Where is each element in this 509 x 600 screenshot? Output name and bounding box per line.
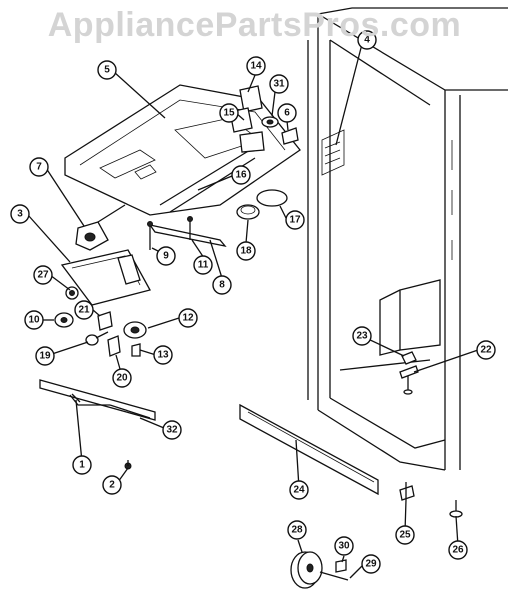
svg-text:5: 5 bbox=[104, 65, 110, 76]
callout-12: 12 bbox=[178, 308, 198, 328]
svg-text:31: 31 bbox=[273, 79, 285, 90]
svg-text:28: 28 bbox=[291, 525, 303, 536]
callout-7: 7 bbox=[29, 157, 49, 177]
callout-27: 27 bbox=[33, 265, 53, 285]
callout-20: 20 bbox=[112, 368, 132, 388]
callout-28: 28 bbox=[287, 520, 307, 540]
svg-text:21: 21 bbox=[78, 305, 90, 316]
dial-knobs bbox=[236, 189, 288, 220]
thermostat-part bbox=[75, 204, 126, 251]
svg-text:14: 14 bbox=[250, 61, 262, 72]
callout-13: 13 bbox=[153, 345, 173, 365]
callout-6: 6 bbox=[277, 103, 297, 123]
callout-31: 31 bbox=[269, 74, 289, 94]
callout-16: 16 bbox=[231, 165, 251, 185]
svg-text:30: 30 bbox=[338, 541, 350, 552]
svg-text:10: 10 bbox=[28, 315, 40, 326]
callout-25: 25 bbox=[395, 525, 415, 545]
svg-text:22: 22 bbox=[480, 345, 492, 356]
drain-parts bbox=[399, 351, 419, 395]
svg-text:16: 16 bbox=[235, 170, 247, 181]
svg-text:4: 4 bbox=[364, 35, 370, 46]
svg-text:23: 23 bbox=[356, 331, 368, 342]
svg-text:9: 9 bbox=[163, 251, 169, 262]
callout-32: 32 bbox=[162, 420, 182, 440]
callout-15: 15 bbox=[219, 103, 239, 123]
svg-text:15: 15 bbox=[223, 108, 235, 119]
callout-1: 1 bbox=[72, 455, 92, 475]
svg-text:11: 11 bbox=[198, 260, 209, 271]
small-knob-parts bbox=[54, 286, 147, 357]
callout-23: 23 bbox=[352, 326, 372, 346]
svg-text:7: 7 bbox=[36, 162, 42, 173]
control-housing bbox=[64, 84, 301, 247]
svg-text:17: 17 bbox=[289, 215, 301, 226]
callout-29: 29 bbox=[361, 554, 381, 574]
screws bbox=[147, 216, 193, 250]
svg-text:26: 26 bbox=[452, 545, 464, 556]
trim-strip bbox=[39, 379, 156, 470]
svg-text:20: 20 bbox=[116, 373, 128, 384]
callout-2: 2 bbox=[102, 475, 122, 495]
svg-text:24: 24 bbox=[293, 485, 305, 496]
callout-11: 11 bbox=[193, 255, 213, 275]
callout-19: 19 bbox=[35, 346, 55, 366]
svg-text:3: 3 bbox=[17, 209, 23, 220]
svg-text:32: 32 bbox=[166, 425, 178, 436]
svg-text:6: 6 bbox=[284, 108, 290, 119]
callout-10: 10 bbox=[24, 310, 44, 330]
svg-text:1: 1 bbox=[79, 460, 85, 471]
callout-30: 30 bbox=[334, 536, 354, 556]
callout-4: 4 bbox=[357, 30, 377, 50]
svg-text:27: 27 bbox=[37, 270, 49, 281]
callout-3: 3 bbox=[10, 204, 30, 224]
cabinet-liner bbox=[307, 7, 508, 471]
callout-9: 9 bbox=[156, 246, 176, 266]
callout-26: 26 bbox=[448, 540, 468, 560]
svg-text:18: 18 bbox=[240, 246, 252, 257]
callout-24: 24 bbox=[289, 480, 309, 500]
callout-21: 21 bbox=[74, 300, 94, 320]
svg-text:13: 13 bbox=[157, 350, 169, 361]
callout-18: 18 bbox=[236, 241, 256, 261]
callout-14: 14 bbox=[246, 56, 266, 76]
callout-5: 5 bbox=[97, 60, 117, 80]
grille-strip bbox=[239, 403, 379, 496]
callout-22: 22 bbox=[476, 340, 496, 360]
svg-text:25: 25 bbox=[399, 530, 411, 541]
roller-wheel bbox=[290, 551, 349, 589]
svg-text:2: 2 bbox=[109, 480, 115, 491]
svg-text:12: 12 bbox=[182, 313, 194, 324]
leveler-parts bbox=[399, 482, 463, 518]
svg-text:19: 19 bbox=[39, 351, 51, 362]
callout-17: 17 bbox=[285, 210, 305, 230]
svg-text:8: 8 bbox=[219, 280, 225, 291]
svg-text:29: 29 bbox=[365, 559, 377, 570]
control-bracket bbox=[60, 249, 151, 306]
callout-8: 8 bbox=[212, 275, 232, 295]
